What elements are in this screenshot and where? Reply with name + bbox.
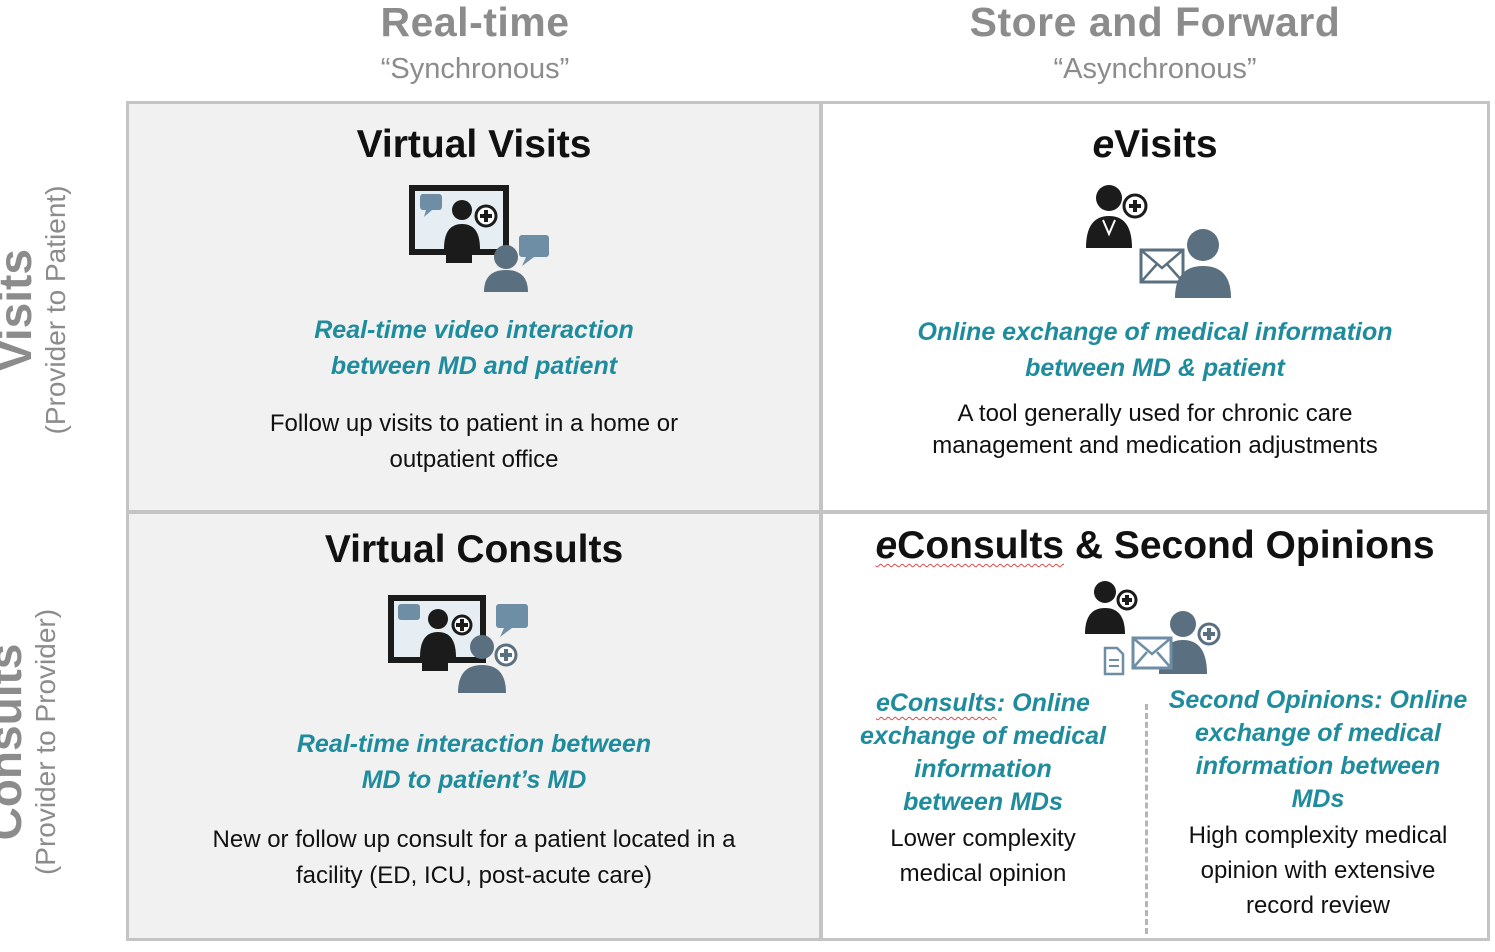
doctor-email-patient-icon	[1086, 185, 1231, 298]
row-subtitle: (Provider to Patient)	[40, 185, 71, 435]
cell-tagline: Real-time interaction between MD to pati…	[296, 730, 652, 794]
video-consult-icon	[388, 595, 528, 693]
grid-divider-vertical	[819, 104, 823, 938]
quadrant-grid: Virtual Visits Real-time video interacti…	[126, 101, 1490, 941]
econsults-description: Lower complexity medical opinion	[890, 825, 1076, 887]
row-header-consults: Consults (Provider to Provider)	[0, 532, 70, 952]
cell-title: eConsults & Second Opinions	[875, 524, 1435, 567]
cell-tagline: Online exchange of medical information b…	[917, 318, 1393, 382]
column-subtitle: “Asynchronous”	[1053, 53, 1257, 85]
cell-econsults-second-opinions: eConsults & Second Opinions eConsults: O…	[823, 514, 1487, 938]
column-title: Store and Forward	[969, 0, 1341, 45]
column-header-realtime: Real-time “Synchronous”	[130, 0, 820, 86]
cell-title: eVisits	[1092, 123, 1218, 166]
row-title: Visits	[0, 249, 41, 371]
second-opinions-column: Second Opinions: Online exchange of medi…	[1153, 684, 1483, 923]
grid-divider-horizontal	[129, 510, 1487, 514]
row-header-visits: Visits (Provider to Patient)	[0, 110, 80, 510]
cell-virtual-visits: Virtual Visits Real-time video interacti…	[129, 104, 819, 510]
column-divider	[1145, 704, 1148, 934]
doctor-document-email-doctor-icon	[1085, 581, 1221, 676]
cell-title: Virtual Visits	[356, 123, 592, 166]
row-subtitle: (Provider to Provider)	[30, 608, 61, 876]
cell-virtual-consults: Virtual Consults Real-time interaction b…	[129, 514, 819, 938]
cell-evisits: eVisits Online exchange of medical infor…	[823, 104, 1487, 510]
econsults-tagline: eConsults: Online exchange of medical in…	[860, 689, 1106, 816]
video-visit-icon	[409, 185, 549, 292]
cell-description: A tool generally used for chronic care m…	[932, 400, 1378, 459]
cell-description: Follow up visits to patient in a home or…	[269, 410, 679, 473]
second-opinions-tagline: Second Opinions: Online exchange of medi…	[1168, 686, 1468, 813]
cell-title: Virtual Consults	[324, 528, 624, 571]
column-header-store-and-forward: Store and Forward “Asynchronous”	[820, 0, 1490, 86]
column-title: Real-time	[380, 0, 570, 45]
row-title: Consults	[0, 643, 31, 841]
cell-description: New or follow up consult for a patient l…	[212, 826, 736, 889]
econsults-column: eConsults: Online exchange of medical in…	[843, 687, 1123, 891]
column-subtitle: “Synchronous”	[380, 53, 570, 85]
second-opinions-description: High complexity medical opinion with ext…	[1188, 822, 1448, 919]
cell-tagline: Real-time video interaction between MD a…	[314, 316, 634, 380]
